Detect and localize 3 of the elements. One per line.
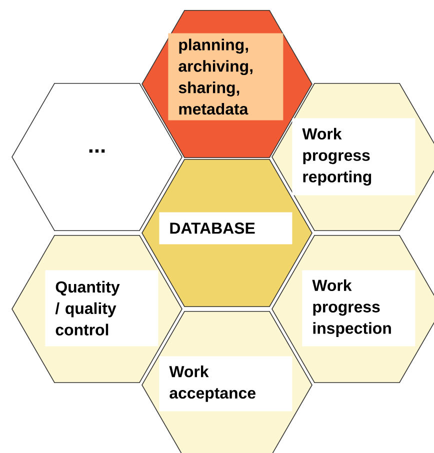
hexagon: Work acceptance xyxy=(142,310,312,453)
hexagon: Work progress reporting xyxy=(272,82,434,231)
hexagon: Work progress inspection xyxy=(272,234,434,383)
